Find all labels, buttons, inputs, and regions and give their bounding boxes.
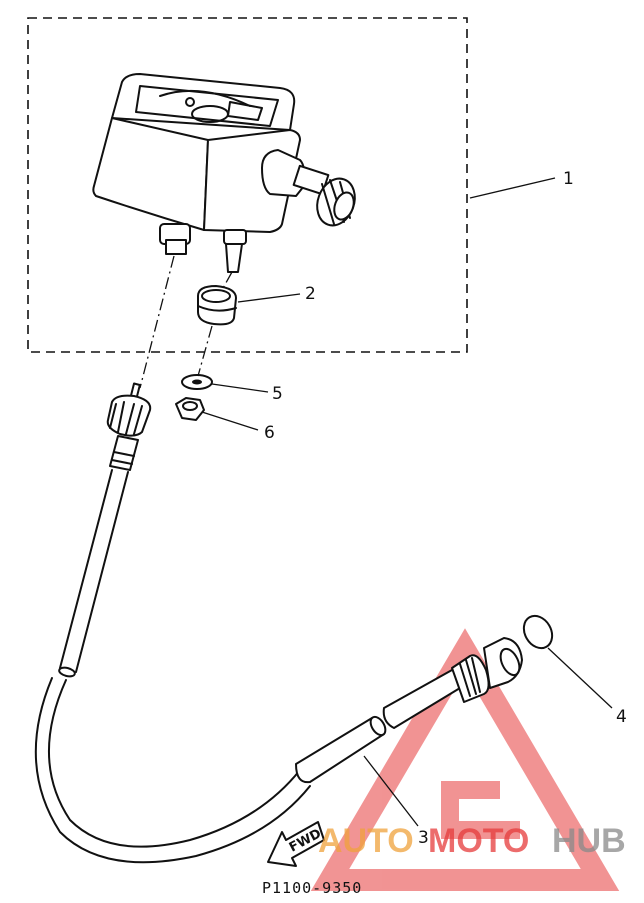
part-code: P1100-9350 [262, 879, 362, 897]
fwd-arrow: FWD [267, 821, 325, 867]
callout-3: 3 [418, 828, 429, 848]
watermark-part-moto: MOTO [428, 822, 529, 860]
callout-5: 5 [272, 384, 283, 404]
center-lines [139, 255, 233, 389]
o-ring-part-4 [522, 614, 554, 650]
grommet-part-2 [197, 285, 237, 326]
assembly-boundary [27, 17, 468, 353]
speedometer-cable-part-3 [34, 469, 523, 864]
callout-2: 2 [305, 284, 316, 304]
washer-part-5 [181, 374, 213, 390]
meter-assembly [92, 73, 356, 273]
leader-lines [201, 177, 613, 827]
callout-4: 4 [616, 707, 627, 727]
watermark-part-hub: HUB [552, 822, 626, 860]
nut-part-6 [175, 397, 205, 421]
watermark-text: AUTO MOTO HUB [318, 822, 626, 860]
callout-1: 1 [563, 169, 574, 189]
cable-upper-fitting [106, 382, 152, 471]
watermark-part-auto: AUTO [318, 822, 414, 860]
watermark-logo [310, 628, 620, 891]
callout-6: 6 [264, 423, 275, 443]
